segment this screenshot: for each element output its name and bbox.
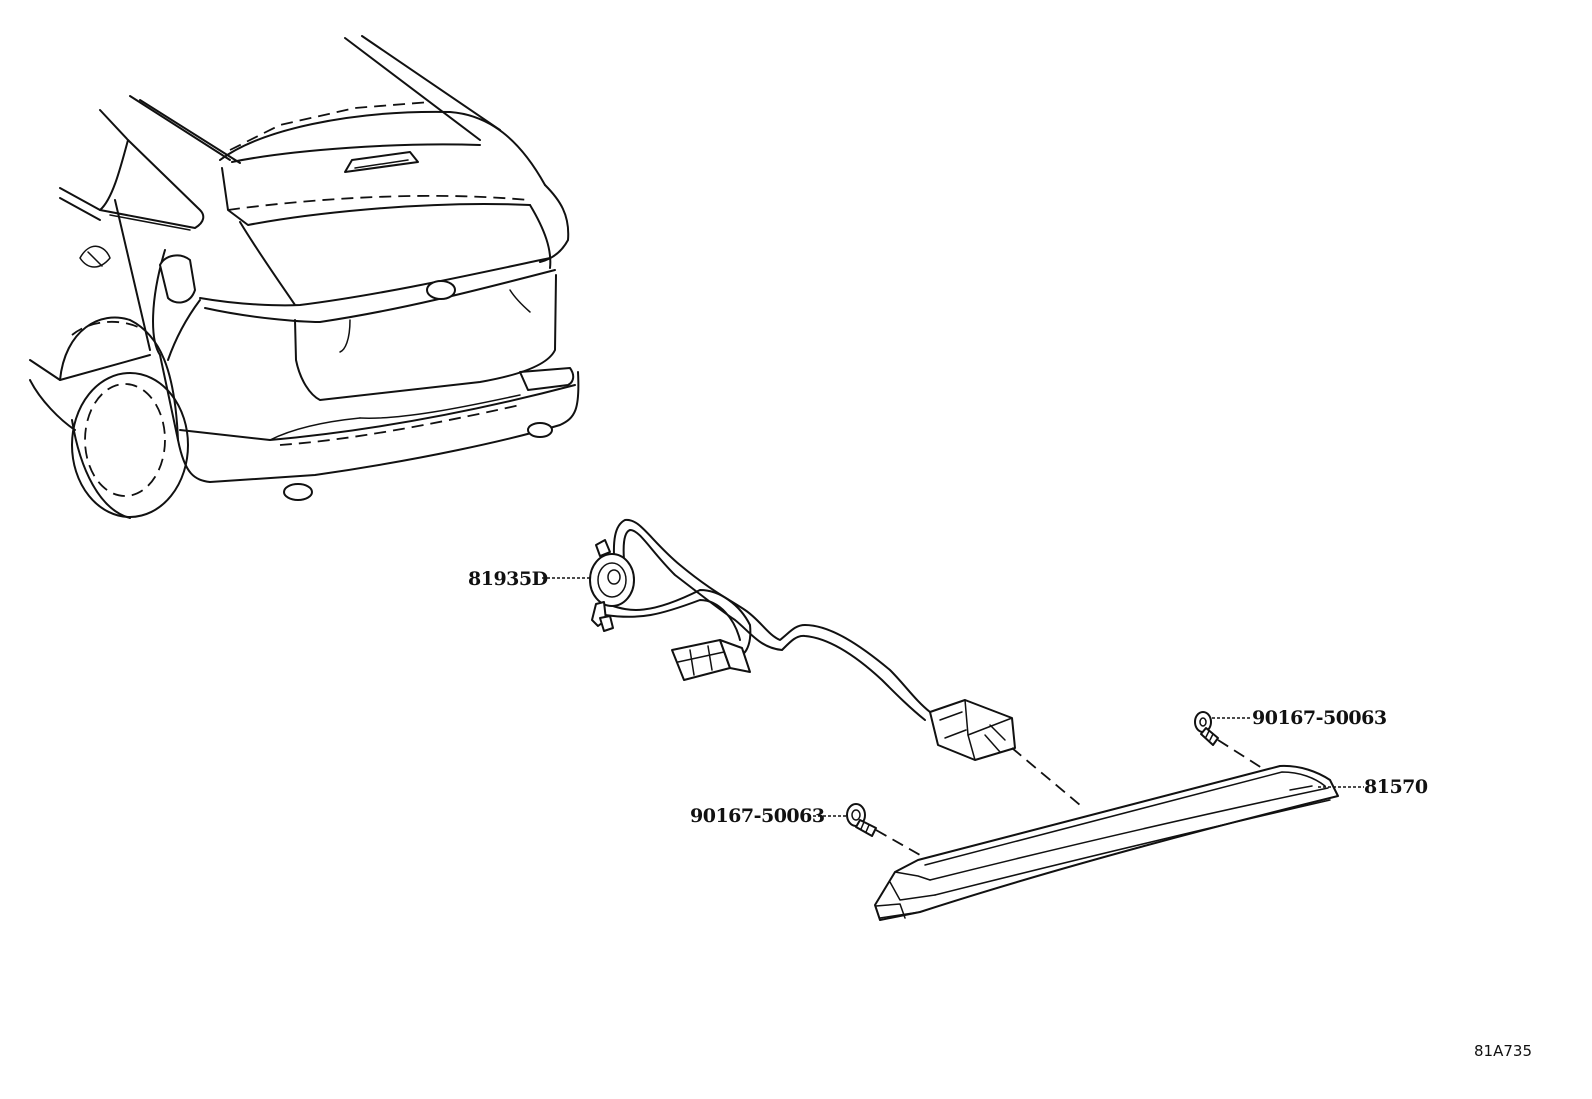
vehicle-rear-view — [29, 35, 580, 519]
assembly-lines — [875, 739, 1263, 856]
callout-lamp: 81570 — [1318, 776, 1428, 798]
screw-left — [846, 803, 877, 837]
callout-label-screw-left: 90167-50063 — [690, 805, 825, 827]
callout-label-screw-right: 90167-50063 — [1252, 707, 1387, 729]
callout-socket: 81935D — [468, 568, 592, 590]
callout-screw-left: 90167-50063 — [690, 805, 846, 827]
illustration-code: 81A735 — [1474, 1042, 1532, 1060]
callout-label-socket: 81935D — [468, 568, 548, 590]
callout-label-lamp: 81570 — [1364, 776, 1428, 798]
callout-screw-right: 90167-50063 — [1212, 707, 1387, 729]
socket-wire-harness — [589, 518, 1016, 761]
high-mount-stop-lamp — [874, 764, 1339, 921]
screw-right — [1194, 711, 1219, 746]
